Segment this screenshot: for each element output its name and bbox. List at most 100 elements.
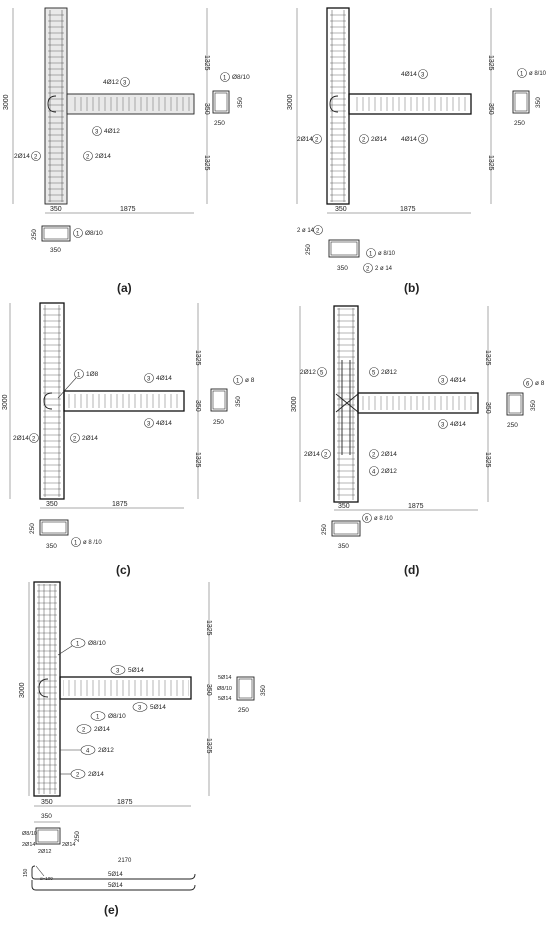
bar-bottom-label: 5Ø14: [108, 883, 123, 889]
sec-col-br: 2Ø14: [62, 842, 75, 848]
caption-c: (c): [116, 563, 131, 577]
label-col-stirrup: Ø8/10: [85, 230, 103, 237]
sec-col-b: 2Ø12: [38, 849, 51, 855]
sec-label-stirrup: ø 8 /10: [83, 540, 102, 546]
marker-2: 2: [82, 728, 86, 734]
label-beam-bot: 4Ø14: [401, 136, 417, 143]
label-stirrup: ø 8/10: [529, 71, 547, 77]
sec-col-h: 250: [305, 244, 312, 255]
beam-section: [212, 90, 230, 114]
dim-bottom: 1325: [203, 155, 210, 171]
label-beam-bot: 5Ø14: [150, 704, 166, 711]
marker-2: 2: [34, 155, 38, 161]
beam-stirrups: [70, 97, 192, 111]
label-stirrup: ø 8: [245, 377, 255, 384]
beam-stirrups: [63, 680, 189, 696]
marker-2b: 2: [76, 773, 80, 779]
caption-d: (d): [404, 563, 419, 577]
column-stirrups: [43, 305, 61, 497]
dim-top: 1325: [194, 350, 201, 366]
caption-b: (b): [404, 281, 419, 295]
sec-col-h: 250: [74, 831, 81, 842]
marker-2: 2: [324, 453, 328, 459]
dim-beam-depth: 350: [203, 103, 210, 115]
marker-3: 3: [116, 669, 120, 675]
bar-angle: α=100: [40, 876, 53, 881]
beam-section: [236, 676, 255, 701]
marker-1b: 1: [369, 252, 373, 258]
marker-3b: 3: [421, 138, 425, 144]
bar-top-label: 5Ø14: [108, 872, 123, 878]
dim-height: 3000: [287, 94, 294, 110]
sec-beam-h: 350: [237, 97, 244, 108]
column-section: [35, 827, 61, 845]
dim-beam-depth: 350: [205, 684, 212, 696]
dim-bottom: 1325: [484, 452, 491, 468]
marker-5: 5: [320, 371, 324, 377]
sec-beam-w: 250: [213, 419, 224, 426]
sec-col-tl: Ø8/10: [22, 831, 37, 837]
sec-col-w: 350: [50, 247, 61, 254]
marker-4: 4: [86, 749, 90, 755]
dim-height: 3000: [19, 682, 26, 698]
panel-b: 3000 1325 350 1325 350 1875 4Ø14 3 4Ø14 …: [287, 7, 547, 295]
label-beam-bot: 4Ø14: [450, 421, 466, 428]
column-stirrups: [48, 10, 64, 202]
sec-label-stirrup: ø 8 /10: [374, 516, 393, 522]
sec-col-w: 350: [337, 265, 348, 272]
sec-label-bot: 2 ø 14: [375, 266, 393, 272]
sec-beam-mid: Ø8/10: [217, 686, 232, 692]
sec-beam-bot: 5Ø14: [218, 696, 231, 702]
marker-3: 3: [123, 81, 127, 87]
beam-stirrups: [352, 97, 469, 111]
sec-beam-h: 350: [535, 97, 542, 108]
label-col5-left: 2Ø12: [300, 369, 316, 376]
panel-a: 3000 1325 350 1325 350 1875 4Ø12 3 3 4Ø1…: [3, 7, 250, 295]
marker-3b: 3: [147, 422, 151, 428]
bar-hook: 150: [23, 868, 29, 877]
dim-bottom: 1325: [194, 452, 201, 468]
label-beam-top: 4Ø14: [401, 71, 417, 78]
marker-2: 2: [315, 138, 319, 144]
sec-col-w: 350: [338, 543, 349, 550]
sec-beam-h: 350: [235, 396, 242, 407]
marker-1: 1: [223, 76, 227, 82]
label-col-left: 2Ø14: [14, 153, 30, 160]
marker-2c: 2: [316, 229, 320, 235]
dim-bottom: 1325: [487, 155, 494, 171]
dim-beam-len: 1875: [117, 799, 133, 806]
joint-hook: [329, 95, 339, 113]
label-beam-top: 5Ø14: [128, 667, 144, 674]
marker-1: 1: [77, 373, 81, 379]
beam-elevation: [63, 390, 185, 412]
sec-beam-top: 5Ø14: [218, 675, 231, 681]
marker-1: 1: [76, 642, 80, 648]
dim-top: 1325: [205, 620, 212, 636]
bar-length: 2170: [118, 858, 132, 864]
label-col-b: 2Ø14: [88, 771, 104, 778]
beam-section: [506, 392, 524, 416]
dim-col-width: 350: [335, 206, 347, 213]
column-section: [41, 225, 71, 242]
panel-e: 3000 1325 350 1325 350 1875 1 Ø8/10 3 5Ø…: [19, 581, 267, 917]
dim-col-width: 350: [338, 503, 350, 510]
dim-beam-depth: 350: [487, 103, 494, 115]
label-col-left: 2Ø14: [304, 451, 320, 458]
sec-beam-w: 250: [238, 707, 249, 714]
marker-6: 6: [526, 382, 530, 388]
column-section: [328, 239, 360, 258]
label-col5-right: 2Ø12: [381, 369, 397, 376]
caption-e: (e): [104, 903, 119, 917]
dim-beam-len: 1875: [408, 503, 424, 510]
dim-height: 3000: [2, 394, 9, 410]
panel-c: 3000 1325 350 1325 350 1875 1 1Ø8 3 4Ø14…: [2, 302, 255, 577]
marker-4: 4: [372, 470, 376, 476]
dim-height: 3000: [291, 396, 298, 412]
marker-6b: 6: [365, 517, 369, 523]
marker-2: 2: [32, 437, 36, 443]
marker-3: 3: [147, 377, 151, 383]
dim-beam-depth: 350: [484, 402, 491, 414]
label-beam-top: 4Ø14: [450, 377, 466, 384]
label-col4: 2Ø12: [381, 468, 397, 475]
